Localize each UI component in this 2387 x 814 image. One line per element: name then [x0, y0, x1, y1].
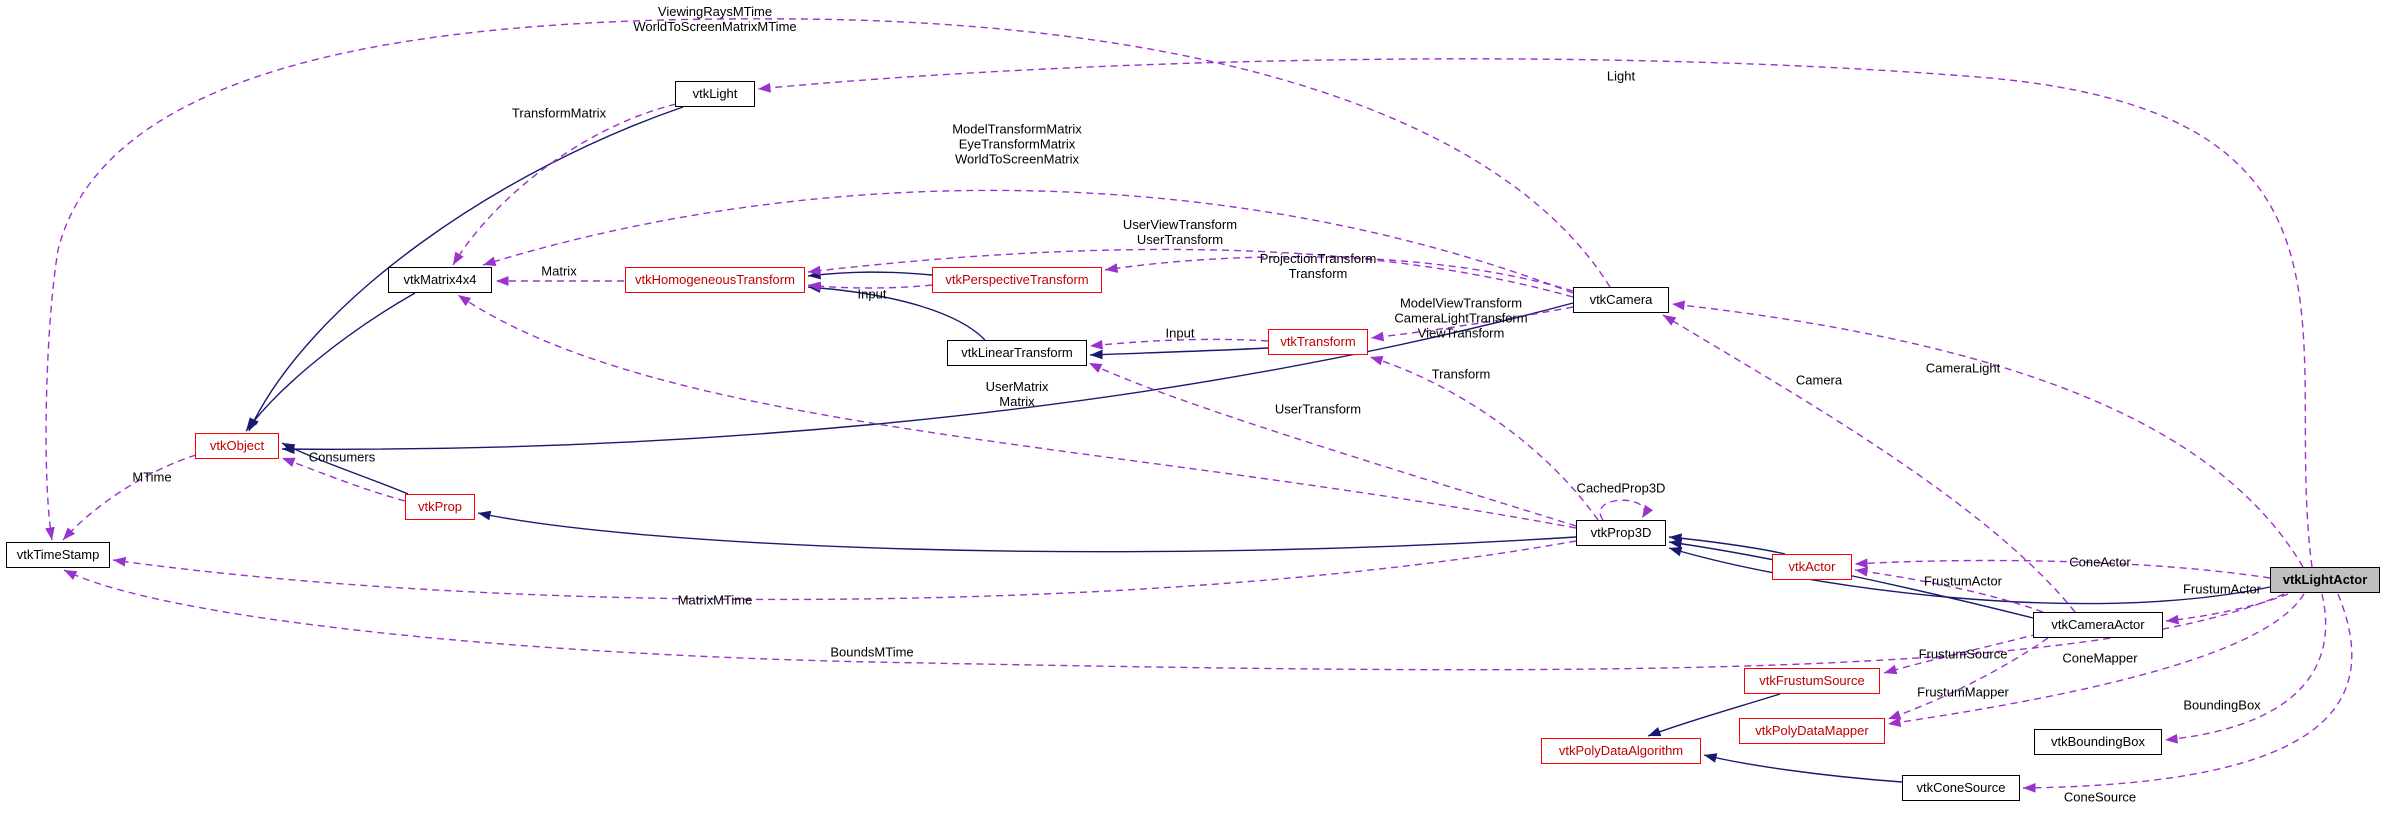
node-vtkConeSource[interactable]: vtkConeSource — [1902, 775, 2020, 801]
edge-label-cone-mapper: ConeMapper — [2062, 650, 2138, 666]
edge-label-model-transform-matrix: ModelTransformMatrix EyeTransformMatrix … — [952, 121, 1082, 167]
edge-vtkLinearTransform-vtkHomogeneousTransform — [807, 283, 986, 341]
edge-label-frustum-source: FrustumSource — [1918, 646, 2008, 662]
edge-vtkLightActor-vtkBoundingBox — [2164, 593, 2327, 744]
edge-vtkCamera-vtkHomogeneousTransform — [807, 248, 1574, 298]
edge-label-frustum-mapper: FrustumMapper — [1917, 684, 2009, 700]
node-vtkProp3D[interactable]: vtkProp3D — [1576, 520, 1666, 546]
node-vtkTransform[interactable]: vtkTransform — [1268, 329, 1368, 355]
edge-vtkCamera-vtkTimeStamp-viewingrays — [45, 18, 1611, 541]
edge-vtkProp3D-vtkMatrix4x4 — [457, 294, 1577, 529]
edge-vtkConeSource-vtkPolyDataAlgorithm — [1703, 753, 1903, 783]
node-vtkLight[interactable]: vtkLight — [675, 81, 755, 107]
edge-vtkProp-vtkObject-consumers — [281, 457, 406, 502]
edge-vtkTransform-vtkLinearTransform — [1089, 347, 1269, 360]
edge-label-cone-source: ConeSource — [2063, 789, 2137, 805]
edge-vtkPerspectiveTransform-vtkHomogeneousTransform-input — [807, 281, 933, 292]
edge-vtkCamera-vtkMatrix4x4 — [482, 189, 1574, 294]
edge-label-frustum-actor-2: FrustumActor — [2182, 581, 2262, 597]
edge-label-cached-prop3d: CachedProp3D — [1576, 480, 1666, 496]
edge-vtkLightActor-vtkActor — [1854, 558, 2271, 579]
edge-vtkTransform-vtkLinearTransform-input — [1089, 338, 1269, 350]
node-vtkBoundingBox[interactable]: vtkBoundingBox — [2034, 729, 2162, 755]
edge-vtkProp3D-vtkTransform — [1369, 356, 1599, 521]
edge-vtkCameraActor-vtkActor — [1854, 566, 2044, 613]
node-vtkProp[interactable]: vtkProp — [405, 494, 475, 520]
edge-vtkLight-vtkMatrix4x4 — [452, 103, 677, 266]
edge-label-viewingrays-mtime: ViewingRaysMTime WorldToScreenMatrixMTim… — [633, 4, 797, 34]
edge-label-camera-light: CameraLight — [1925, 360, 2001, 376]
node-vtkPerspectiveTransform[interactable]: vtkPerspectiveTransform — [932, 267, 1102, 293]
edge-label-consumers: Consumers — [308, 449, 376, 465]
edge-label-user-view-transform: UserViewTransform UserTransform — [1122, 217, 1238, 247]
edge-label-transform-matrix: TransformMatrix — [511, 105, 607, 121]
edge-vtkCamera-vtkPerspectiveTransform — [1104, 256, 1574, 292]
edge-vtkCameraActor-vtkCamera — [1662, 314, 2076, 613]
edge-vtkProp3D-selfloop — [1599, 499, 1654, 521]
edge-vtkActor-vtkProp3D — [1668, 533, 1786, 555]
node-vtkCameraActor[interactable]: vtkCameraActor — [2033, 612, 2163, 638]
edge-label-user-matrix: UserMatrix Matrix — [985, 379, 1049, 409]
edge-label-camera: Camera — [1795, 372, 1843, 388]
node-vtkActor[interactable]: vtkActor — [1772, 554, 1852, 580]
edge-vtkProp3D-vtkProp — [477, 510, 1577, 553]
node-vtkHomogeneousTransform[interactable]: vtkHomogeneousTransform — [625, 267, 805, 293]
edge-vtkProp-vtkObject — [281, 442, 409, 495]
edge-vtkFrustumSource-vtkPolyDataAlgorithm — [1647, 693, 1781, 737]
edge-label-frustum-actor-1: FrustumActor — [1923, 573, 2003, 589]
edge-vtkLightActor-vtkProp3D — [1668, 546, 2271, 605]
edge-vtkLightActor-vtkLight — [757, 58, 2313, 568]
edge-vtkLightActor-vtkTimeStamp — [63, 569, 2285, 671]
edge-vtkCameraActor-vtkPolyDataMapper — [1887, 637, 2049, 720]
edge-vtkProp3D-vtkLinearTransform — [1088, 362, 1577, 527]
edge-label-mtime: MTime — [132, 469, 172, 485]
node-vtkObject[interactable]: vtkObject — [195, 433, 279, 459]
node-vtkPolyDataMapper[interactable]: vtkPolyDataMapper — [1739, 718, 1885, 744]
edge-vtkMatrix4x4-vtkObject — [245, 292, 416, 432]
edge-label-matrix: Matrix — [541, 263, 577, 279]
node-vtkFrustumSource[interactable]: vtkFrustumSource — [1744, 668, 1880, 694]
edge-label-bounding-box: BoundingBox — [2183, 697, 2261, 713]
edge-label-model-view-transform: ModelViewTransform CameraLightTransform … — [1394, 295, 1528, 341]
node-vtkLightActor[interactable]: vtkLightActor — [2270, 567, 2380, 593]
edge-vtkLight-vtkObject — [248, 106, 684, 432]
node-vtkMatrix4x4[interactable]: vtkMatrix4x4 — [388, 267, 492, 293]
edge-vtkLightActor-vtkCamera — [1671, 300, 2304, 568]
edge-label-cone-actor: ConeActor — [2069, 554, 2131, 570]
edge-label-projection-transform: ProjectionTransform Transform — [1259, 251, 1377, 281]
edge-vtkLightActor-vtkCameraActor — [2165, 593, 2289, 625]
node-vtkLinearTransform[interactable]: vtkLinearTransform — [947, 340, 1087, 366]
edge-label-user-transform: UserTransform — [1274, 401, 1362, 417]
node-vtkPolyDataAlgorithm[interactable]: vtkPolyDataAlgorithm — [1541, 738, 1701, 764]
edge-vtkLightActor-vtkConeSource — [2022, 593, 2353, 793]
edge-vtkLightActor-vtkPolyDataMapper — [1887, 593, 2305, 728]
edge-label-input-2: Input — [1165, 325, 1195, 341]
edge-vtkObject-vtkTimeStamp — [62, 454, 197, 541]
node-vtkCamera[interactable]: vtkCamera — [1573, 287, 1669, 313]
edge-label-transform: Transform — [1431, 366, 1491, 382]
edge-vtkCamera-vtkTransform — [1370, 306, 1574, 342]
edge-vtkCamera-vtkObject — [281, 302, 1574, 455]
edge-vtkProp3D-vtkTimeStamp — [112, 540, 1577, 601]
edge-label-bounds-mtime: BoundsMTime — [830, 644, 914, 660]
node-vtkTimeStamp[interactable]: vtkTimeStamp — [6, 542, 110, 568]
edge-label-input-1: Input — [857, 286, 887, 302]
edge-label-light: Light — [1606, 68, 1636, 84]
edge-label-matrix-mtime: MatrixMTime — [677, 592, 753, 608]
edge-vtkPerspectiveTransform-vtkHomogeneousTransform — [807, 269, 933, 280]
